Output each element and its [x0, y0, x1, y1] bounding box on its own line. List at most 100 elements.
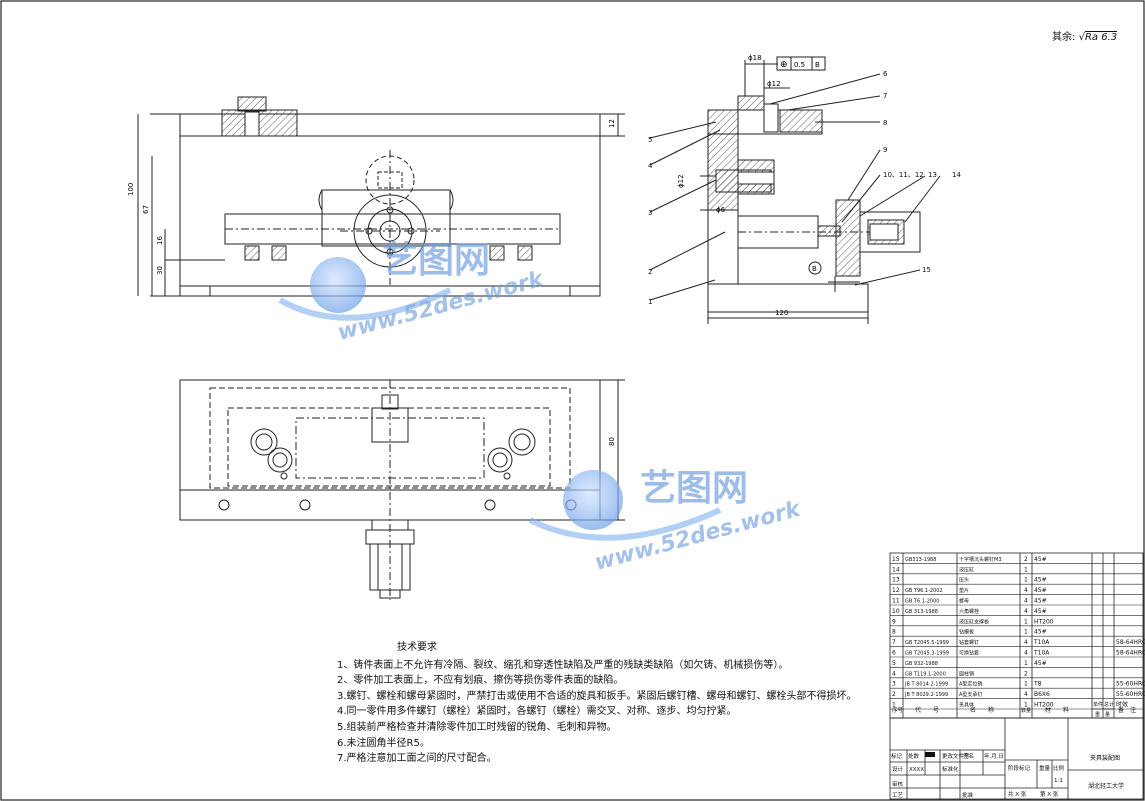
bom-cell-no: 2 — [892, 691, 896, 698]
bom-cell-qty: 1 — [1024, 618, 1028, 625]
tech-requirement-item: 4.同一零件用多件螺钉（螺栓）紧固时，各螺钉（螺栓）需交叉、对称、逐步、均匀拧紧… — [337, 706, 737, 718]
svg-text:材 料: 材 料 — [1045, 706, 1069, 714]
dim-d18: ϕ18 — [748, 54, 762, 62]
svg-text:标记: 标记 — [891, 752, 903, 760]
svg-text:共 X 张: 共 X 张 — [1008, 790, 1027, 798]
watermark-brand: 艺图网 — [640, 468, 748, 509]
bom-cell-mat: 45# — [1034, 556, 1047, 563]
svg-text:2: 2 — [648, 268, 652, 276]
svg-text:第 X 张: 第 X 张 — [1040, 790, 1059, 798]
technical-requirements: 技术要求 1、铸件表面上不允许有冷隔、裂纹、缩孔和穿透性缺陷及严重的残缺类缺陷（… — [337, 640, 862, 767]
svg-text:备 注: 备 注 — [1118, 706, 1136, 714]
bom-cell-mat: 45# — [1034, 587, 1047, 594]
bom-cell-mat: HT200 — [1034, 618, 1054, 625]
tech-requirement-item: 1、铸件表面上不允许有冷隔、裂纹、缩孔和穿透性缺陷及严重的残缺类缺陷（如欠铸、机… — [337, 659, 789, 671]
bom-cell-no: 5 — [892, 660, 896, 667]
bom-cell-mat: T8 — [1033, 681, 1042, 688]
globe-icon — [310, 257, 366, 313]
svg-text:数量: 数量 — [1021, 707, 1031, 714]
svg-text:XXXX: XXXX — [909, 767, 924, 773]
svg-text:批准: 批准 — [962, 791, 974, 799]
svg-text:重量: 重量 — [1039, 764, 1051, 772]
surface-finish-value: Ra 6.3 — [1084, 31, 1118, 43]
bom-cell-name: 钻模板 — [959, 629, 974, 636]
tech-requirement-item: 2、零件加工表面上，不应有划痕、擦伤等损伤零件表面的缺陷。 — [337, 675, 624, 687]
svg-text:5: 5 — [648, 136, 652, 144]
svg-text:签名: 签名 — [963, 752, 974, 760]
tech-requirement-item: 7.严格注意加工面之间的尺寸配合。 — [337, 753, 497, 765]
bom-cell-mat: 45# — [1034, 577, 1047, 584]
position-tolerance-frame — [776, 56, 826, 71]
bom-cell-name: 圆柱销 — [959, 670, 974, 677]
svg-text:处数: 处数 — [908, 752, 920, 760]
surface-finish-label: 其余: — [1052, 32, 1076, 43]
bom-cell-mat: 45# — [1034, 608, 1047, 615]
bom-header: 序号 代 号 名 称 数量 材 料 单件 总计 重 量 备 注 — [892, 701, 1136, 718]
bom-cell-name: 压头 — [959, 577, 969, 584]
tech-requirement-item: 5.组装前严格检查并清除零件加工时残留的锐角、毛刺和异物。 — [337, 721, 617, 733]
bom-cell-code: GB T119.1-2000 — [905, 671, 946, 677]
bom-cell-mat: T10A — [1033, 650, 1050, 657]
dim-d12: ϕ12 — [767, 80, 781, 88]
svg-text:设计: 设计 — [892, 765, 904, 773]
school-name: 湖北轻工大学 — [1088, 782, 1124, 790]
bom-cell-qty: 1 — [1024, 681, 1028, 688]
bom-cell-name: 液压缸支撑板 — [959, 618, 989, 625]
bom-cell-mat: T10A — [1033, 639, 1050, 646]
bom-cell-no: 8 — [892, 629, 896, 636]
dim-front-67: 67 — [142, 205, 150, 214]
svg-text:序号: 序号 — [892, 706, 904, 714]
bom-cell-code: GB T2045.3-1999 — [905, 651, 949, 657]
watermark-brand: 艺图网 — [382, 240, 490, 281]
bom-cell-name: 夹具体 — [959, 702, 974, 709]
svg-text:1:1: 1:1 — [1054, 778, 1063, 784]
svg-text:1: 1 — [648, 298, 652, 306]
bom-cell-qty: 4 — [1024, 598, 1028, 605]
bom-cell-no: 11 — [892, 598, 900, 605]
tolerance-value: 0.5 — [794, 61, 805, 69]
dim-front-top: 12 — [608, 119, 616, 128]
dim-top-depth: 80 — [608, 437, 616, 446]
bom-cell-no: 6 — [892, 650, 896, 657]
svg-text:13: 13 — [928, 171, 937, 179]
bom-cell-note: 58-64HRC — [1116, 650, 1145, 657]
bom-cell-qty: 4 — [1024, 650, 1028, 657]
bom-cell-no: 1 — [892, 702, 896, 709]
bom-cell-code: GB 932-1988 — [905, 661, 938, 667]
bom-cell-code: GB 313-1988 — [905, 609, 938, 615]
bom-cell-name: 螺母 — [959, 598, 969, 605]
bom-cell-qty: 1 — [1024, 702, 1028, 709]
bom-cell-qty: 1 — [1024, 660, 1028, 667]
bom-cell-code: GB313-1988 — [905, 557, 936, 563]
svg-text:名 称: 名 称 — [970, 706, 994, 714]
bom-cell-name: 垫片 — [959, 587, 969, 594]
svg-text:标准化: 标准化 — [942, 765, 959, 773]
svg-text:4: 4 — [648, 162, 653, 170]
globe-icon — [563, 470, 623, 530]
svg-text:7: 7 — [883, 92, 887, 100]
bom-cell-no: 13 — [892, 577, 900, 584]
svg-text:8: 8 — [883, 119, 887, 127]
bom-cell-no: 4 — [892, 670, 896, 677]
bom-cell-qty: 1 — [1024, 577, 1028, 584]
surface-finish: 其余: √Ra 6.3 — [1052, 28, 1118, 43]
bom-cell-qty: 4 — [1024, 608, 1028, 615]
roughness-icon: √ — [1078, 32, 1085, 43]
bom-cell-code: GB T6.1-2000 — [905, 599, 939, 605]
svg-text:比例: 比例 — [1053, 764, 1065, 772]
svg-text:年.月.日: 年.月.日 — [984, 752, 1004, 760]
svg-text:工艺: 工艺 — [892, 792, 904, 799]
bom-cell-name: 六角螺栓 — [959, 608, 979, 615]
bom-cell-mat: HT200 — [1034, 702, 1054, 709]
svg-text:审核: 审核 — [892, 780, 904, 788]
svg-text:代 号: 代 号 — [915, 706, 939, 714]
dim-side-width: 120 — [775, 309, 788, 317]
front-view — [137, 96, 625, 297]
svg-text:阶段标记: 阶段标记 — [1008, 764, 1031, 772]
svg-text:总计: 总计 — [1104, 701, 1114, 708]
top-view — [179, 379, 625, 600]
svg-text:6: 6 — [883, 70, 888, 78]
bom-cell-name: A型定位销 — [959, 681, 982, 688]
